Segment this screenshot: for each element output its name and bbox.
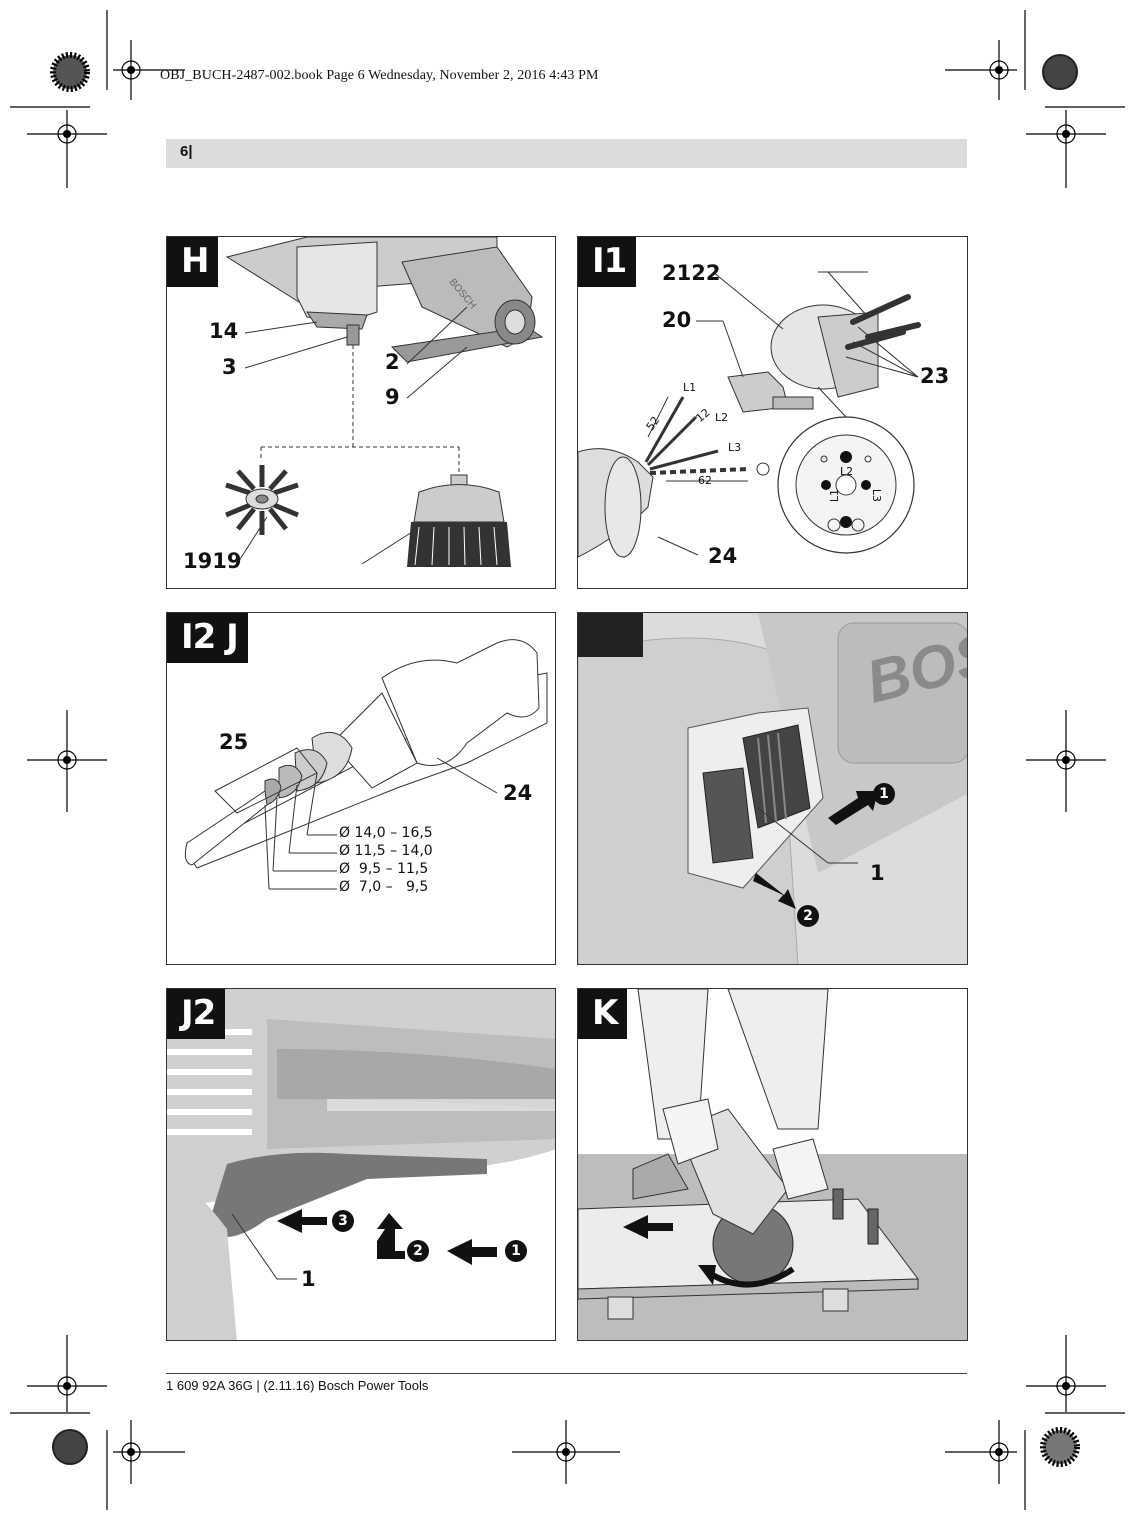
step-2-marker: 2: [797, 905, 819, 927]
step-2-marker-b: 2: [407, 1240, 429, 1262]
callout-1: 1: [870, 861, 885, 885]
callout-2122: 2122: [662, 261, 721, 285]
dimension-62: 62: [698, 474, 712, 487]
page-header-bar: [166, 139, 967, 168]
callout-20: 20: [662, 308, 692, 332]
figure-panel-i2: I2 J 25 24 Ø 14,0 – 16,5 Ø 11,5 – 14,0 Ø…: [166, 612, 556, 965]
panel-tag-h: H: [167, 237, 219, 287]
callout-23: 23: [920, 364, 950, 388]
wire-label-l1: L1: [683, 381, 697, 394]
switch-lock-illustration: [578, 613, 967, 964]
pin-label-l3: L3: [870, 488, 884, 503]
figure-panel-k: K: [577, 988, 968, 1341]
callout-19: 1919: [183, 549, 242, 573]
callout-25: 25: [219, 730, 249, 754]
figure-panel-j2: J2 1 3 2 1: [166, 988, 556, 1341]
page-number: 6|: [180, 143, 193, 160]
callout-1b: 1: [301, 1267, 316, 1291]
callout-3: 3: [222, 355, 237, 379]
diameter-range-3: Ø 9,5 – 11,5: [339, 861, 429, 877]
cable-grommet-illustration: [184, 639, 548, 890]
pin-label-l2: L2: [840, 465, 854, 478]
panel-tag-i1: I1: [578, 237, 637, 287]
step-1-marker-b: 1: [505, 1240, 527, 1262]
file-info-header: OBJ_BUCH-2487-002.book Page 6 Wednesday,…: [160, 68, 599, 83]
callout-9: 9: [385, 385, 400, 409]
figure-panel-j1: BOS 1 1 2: [577, 612, 968, 965]
panel-tag-k: K: [578, 989, 628, 1039]
plug-wiring-illustration: [578, 271, 921, 558]
switch-release-illustration: [167, 989, 555, 1340]
diameter-range-1: Ø 14,0 – 16,5: [339, 825, 433, 841]
step-1-marker: 1: [873, 783, 895, 805]
callout-24: 24: [708, 544, 738, 568]
cutting-operation-illustration: [578, 989, 967, 1340]
callout-14: 14: [209, 319, 239, 343]
step-3-marker: 3: [332, 1210, 354, 1232]
panel-tag-i2: I2 J: [167, 613, 248, 663]
wire-label-l3: L3: [728, 441, 742, 454]
grinder-brush-illustration: BOSCH: [224, 237, 544, 567]
wire-label-l2: L2: [715, 411, 729, 424]
panel-tag-j2: J2: [167, 989, 226, 1039]
footer-text: 1 609 92A 36G | (2.11.16) Bosch Power To…: [166, 1378, 429, 1393]
callout-24b: 24: [503, 781, 533, 805]
figure-panel-h: BOSCH: [166, 236, 556, 589]
diameter-range-4: Ø 7,0 – 9,5: [339, 879, 429, 895]
figure-panel-i1: I1 2122 20 23 24 L1 L2 L3 52 12 62 L2 L1…: [577, 236, 968, 589]
pin-label-l1: L1: [828, 488, 842, 503]
callout-2: 2: [385, 350, 400, 374]
diameter-range-2: Ø 11,5 – 14,0: [339, 843, 433, 859]
footer-rule: [166, 1373, 967, 1374]
